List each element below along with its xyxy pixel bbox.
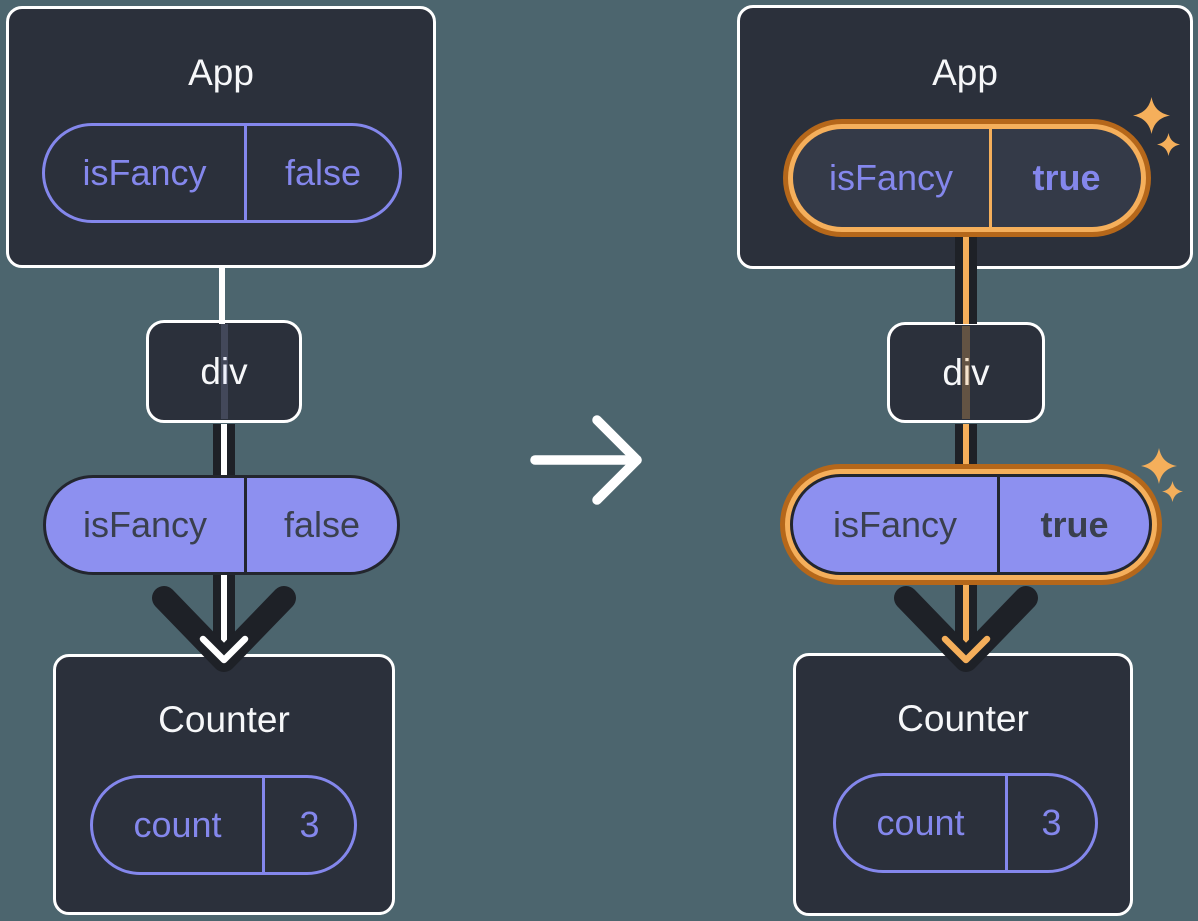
prop-pill: isFancy false	[43, 475, 400, 575]
sparkle-icon	[1157, 133, 1180, 156]
sparkle-icon	[1141, 448, 1177, 484]
state-key: isFancy	[45, 126, 247, 220]
pass-through-line	[962, 326, 970, 419]
div-component-box-before	[146, 320, 302, 423]
state-key: isFancy	[793, 129, 992, 227]
prop-key: isFancy	[793, 477, 1000, 572]
arrow-center-line	[963, 236, 969, 324]
component-title: Counter	[158, 699, 290, 740]
arrow-down-icon	[894, 586, 1038, 672]
state-value: false	[284, 152, 362, 193]
state-pill: count 3	[833, 773, 1098, 873]
prop-pill: isFancy true	[790, 474, 1152, 575]
highlight-ring: isFancy true	[788, 124, 1146, 232]
pass-through-line	[221, 324, 228, 419]
highlighted-prop-pill: isFancy true	[780, 464, 1162, 585]
right-arrow-icon	[530, 415, 642, 505]
prop-value: false	[283, 504, 361, 545]
component-title: div	[200, 350, 248, 392]
component-title: div	[942, 351, 990, 393]
state-pill: count 3	[90, 775, 357, 875]
state-pill: isFancy true	[793, 129, 1141, 227]
state-value: 3	[299, 804, 320, 845]
state-pill: isFancy false	[42, 123, 402, 223]
prop-value: true	[1040, 503, 1109, 545]
div-component-box-after	[887, 322, 1045, 423]
state-key: count	[93, 778, 265, 872]
sparkle-icon	[1133, 97, 1170, 134]
component-title: App	[188, 52, 254, 93]
highlighted-state-pill: isFancy true	[783, 119, 1151, 237]
highlight-ring: isFancy true	[785, 469, 1157, 580]
sparkle-icon	[1162, 481, 1183, 502]
component-title: Counter	[897, 698, 1029, 739]
connector-line	[219, 266, 225, 324]
component-title: App	[932, 52, 998, 93]
arrow-down-icon	[152, 586, 296, 672]
state-value: true	[1032, 157, 1101, 198]
prop-key: isFancy	[46, 478, 247, 572]
state-key: count	[836, 776, 1008, 870]
state-value: 3	[1041, 802, 1062, 843]
